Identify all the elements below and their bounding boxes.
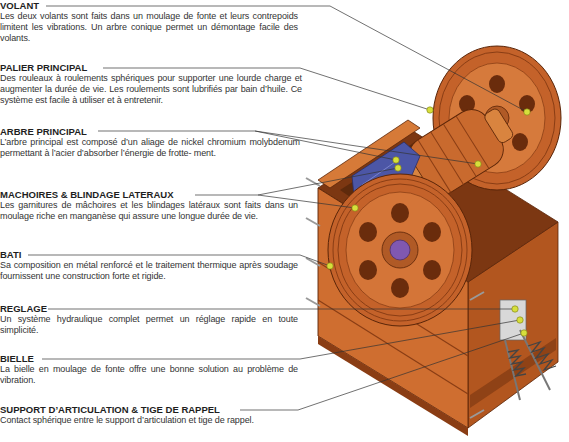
leader-line — [255, 131, 478, 164]
flywheel-hole — [489, 75, 505, 93]
callout-dot — [352, 205, 358, 211]
pitman-rib — [443, 124, 476, 177]
callout-dot — [524, 109, 530, 115]
flywheel-hole — [423, 222, 441, 242]
part-description: La bielle en moulage de fonte offre une … — [0, 364, 298, 386]
flywheel-groove — [338, 184, 462, 316]
part-description: Les deux volants sont faits dans un moul… — [0, 11, 298, 44]
callout-dot — [427, 107, 433, 113]
flywheel-hole — [359, 260, 377, 280]
callout-dots — [327, 107, 530, 336]
flywheel-front — [328, 174, 472, 326]
part-description: Les garnitures de mâchoires et les blind… — [0, 200, 298, 222]
pitman-rib — [456, 116, 489, 169]
callout-dot — [395, 165, 401, 171]
flywheel-groove — [333, 179, 467, 321]
part-heading: PALIER PRINCIPAL — [0, 62, 87, 73]
part-description: Sa composition en métal renforcé et le t… — [0, 260, 298, 282]
flywheel-hole — [423, 260, 441, 280]
adjustment-group — [500, 300, 556, 400]
part-heading: MACHOIRES & BLINDAGE LATERAUX — [0, 189, 173, 200]
callout-dot — [327, 263, 333, 269]
part-description: Un système hydraulique complet permet un… — [0, 314, 298, 336]
bolt — [306, 298, 320, 306]
leader-line — [42, 320, 520, 359]
part-heading: SUPPORT D’ARTICULATION & TIGE DE RAPPEL — [0, 404, 220, 415]
bolt — [470, 292, 484, 300]
frame-foot — [318, 336, 468, 436]
part-heading: ARBRE PRINCIPAL — [0, 126, 87, 137]
spring — [508, 350, 526, 376]
part-heading: VOLANT — [0, 0, 39, 11]
bolt — [306, 178, 320, 186]
spring — [528, 342, 556, 370]
callout-dot — [393, 157, 399, 163]
flywheel-hole — [391, 278, 409, 298]
bolt — [470, 410, 484, 418]
frame-rib — [470, 338, 556, 408]
callout-dot — [512, 306, 518, 312]
flywheel-face — [346, 192, 454, 308]
part-heading: REGLAGE — [0, 303, 47, 314]
callout-dot — [517, 317, 523, 323]
part-description: Des rouleaux à roulements sphériques pou… — [0, 73, 302, 106]
part-description: Contact sphérique entre le support d’art… — [0, 415, 298, 426]
shaft-end — [390, 240, 410, 260]
tension-rod — [505, 340, 520, 400]
leader-line — [258, 168, 398, 195]
callout-dot — [521, 330, 527, 336]
pitman-rib — [431, 132, 464, 185]
part-description: L’arbre principal est composé d’un aliag… — [0, 137, 300, 159]
part-heading: BATI — [0, 249, 21, 260]
bearing — [483, 107, 515, 144]
part-heading: BIELLE — [0, 353, 34, 364]
flywheel-hub — [382, 232, 418, 268]
flywheel-hole — [512, 133, 528, 151]
bolt — [306, 218, 320, 226]
tension-rod — [520, 330, 550, 390]
flywheel-hole — [391, 203, 409, 223]
bolt — [306, 258, 320, 266]
leader-line — [48, 309, 515, 310]
flywheel-hole — [359, 222, 377, 242]
callout-dot — [475, 161, 481, 167]
